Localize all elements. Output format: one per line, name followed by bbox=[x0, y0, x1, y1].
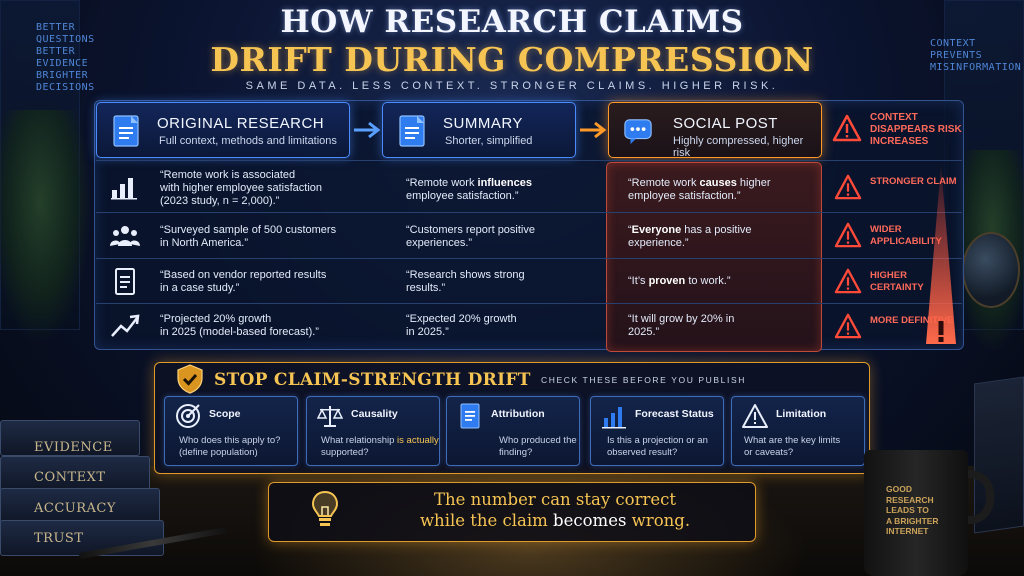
column-title: Social Post bbox=[673, 115, 778, 132]
column-subtitle: Full context, methods and limitations bbox=[159, 135, 337, 147]
column-title: Summary bbox=[443, 115, 523, 132]
warning-higher-certainty: Higher certainty bbox=[830, 268, 960, 300]
people-icon bbox=[110, 226, 140, 246]
key-message-text: The number can stay correct while the cl… bbox=[419, 490, 691, 530]
context-warning: Context disappears risk increases bbox=[826, 102, 964, 158]
check-description: Who does this apply to? (define populati… bbox=[179, 435, 281, 458]
book-label: Evidence bbox=[34, 440, 113, 455]
warning-icon bbox=[834, 268, 862, 294]
plant-decoration bbox=[0, 110, 90, 340]
arrow-right-icon bbox=[580, 121, 607, 139]
row-divider bbox=[96, 303, 962, 304]
book-label: Context bbox=[34, 470, 106, 485]
check-title: Causality bbox=[351, 408, 398, 420]
warning-label: More definitive bbox=[870, 315, 954, 326]
check-description: Who produced the finding? bbox=[499, 435, 577, 458]
column-subtitle: Highly compressed, higher risk bbox=[673, 135, 804, 159]
column-title: Original Research bbox=[157, 115, 325, 132]
social-claim-text: “Remote work causes higher employee sati… bbox=[628, 177, 771, 202]
globe-decoration bbox=[962, 232, 1020, 308]
column-header-summary: Summary Shorter, simplified bbox=[382, 102, 576, 158]
warning-label: Wider applicability bbox=[870, 224, 942, 247]
warning-icon bbox=[742, 404, 768, 428]
row-divider bbox=[96, 160, 962, 161]
book-label: Trust bbox=[34, 531, 84, 546]
book bbox=[0, 420, 140, 456]
mug-handle bbox=[960, 470, 994, 524]
column-header-social: Social Post Highly compressed, higher ri… bbox=[608, 102, 822, 159]
shield-check-icon bbox=[177, 364, 203, 394]
chat-bubble-icon bbox=[624, 119, 652, 145]
row-divider bbox=[96, 212, 962, 213]
book bbox=[0, 488, 160, 524]
check-description: Is this a projection or an observed resu… bbox=[607, 435, 708, 458]
scales-icon bbox=[317, 406, 343, 427]
warning-more-definitive: More definitive bbox=[830, 313, 960, 345]
summary-claim-text: “Research shows strong results.” bbox=[406, 269, 525, 294]
warning-icon bbox=[834, 174, 862, 200]
warning-icon bbox=[834, 222, 862, 248]
page-title-line2: Drift During Compression bbox=[210, 40, 814, 79]
check-title: Limitation bbox=[776, 408, 827, 420]
target-icon bbox=[176, 404, 200, 428]
side-note-left: BETTER QUESTIONS BETTER EVIDENCE BRIGHTE… bbox=[36, 22, 95, 93]
check-card-causality: Causality What relationship is actually … bbox=[306, 396, 440, 466]
column-subtitle: Shorter, simplified bbox=[445, 135, 533, 147]
warning-icon bbox=[834, 313, 862, 339]
page-subtitle: Same data. Less context. Stronger claims… bbox=[245, 80, 779, 92]
check-card-limitation: Limitation What are the key limits or ca… bbox=[731, 396, 865, 466]
side-note-right: CONTEXT PREVENTS MISINFORMATION bbox=[930, 38, 1022, 73]
check-title: Scope bbox=[209, 408, 241, 420]
social-claim-text: “It’s proven to work.” bbox=[628, 275, 731, 287]
page-title-line1: How Research Claims bbox=[280, 4, 744, 40]
document-icon bbox=[460, 403, 480, 429]
bar-chart-icon bbox=[602, 407, 626, 429]
warning-label: Higher certainty bbox=[870, 270, 924, 293]
report-icon bbox=[115, 268, 135, 295]
check-title: Attribution bbox=[491, 408, 545, 420]
check-description: What relationship is actually supported? bbox=[321, 435, 439, 458]
warning-wider-applicability: Wider applicability bbox=[830, 222, 960, 254]
warning-stronger-claim: Stronger claim bbox=[830, 174, 960, 206]
row-divider bbox=[96, 258, 962, 259]
trend-up-icon bbox=[111, 314, 140, 337]
risk-increase-bar bbox=[926, 165, 956, 344]
document-icon bbox=[399, 115, 425, 147]
summary-claim-text: “Expected 20% growth in 2025.” bbox=[406, 313, 517, 338]
context-warning-text: Context disappears risk increases bbox=[870, 112, 962, 147]
arrow-right-icon bbox=[354, 121, 381, 139]
check-card-forecast-status: Forecast Status Is this a projection or … bbox=[590, 396, 724, 466]
mug bbox=[864, 450, 968, 576]
document-icon bbox=[113, 115, 139, 147]
bar-chart-icon bbox=[111, 178, 137, 200]
book bbox=[0, 456, 150, 492]
warning-icon bbox=[832, 114, 862, 142]
stop-drift-title: Stop Claim-Strength Drift bbox=[214, 370, 531, 390]
warning-label: Stronger claim bbox=[870, 176, 957, 187]
social-claim-text: “It will grow by 20% in 2025.” bbox=[628, 313, 735, 338]
lightbulb-icon bbox=[311, 490, 339, 526]
book-label: Accuracy bbox=[34, 501, 116, 516]
stop-drift-subtitle: Check these before you publish bbox=[541, 375, 746, 385]
column-header-original: Original Research Full context, methods … bbox=[96, 102, 350, 158]
check-card-attribution: Attribution Who produced the finding? bbox=[446, 396, 580, 466]
check-description: What are the key limits or caveats? bbox=[744, 435, 841, 458]
check-card-scope: Scope Who does this apply to? (define po… bbox=[164, 396, 298, 466]
social-post-column bbox=[606, 162, 822, 352]
check-title: Forecast Status bbox=[635, 408, 714, 420]
summary-claim-text: “Remote work influences employee satisfa… bbox=[406, 177, 532, 202]
summary-claim-text: “Customers report positive experiences.” bbox=[406, 224, 535, 249]
key-message-box bbox=[268, 482, 756, 542]
social-claim-text: “Everyone has a positive experience.” bbox=[628, 224, 752, 249]
